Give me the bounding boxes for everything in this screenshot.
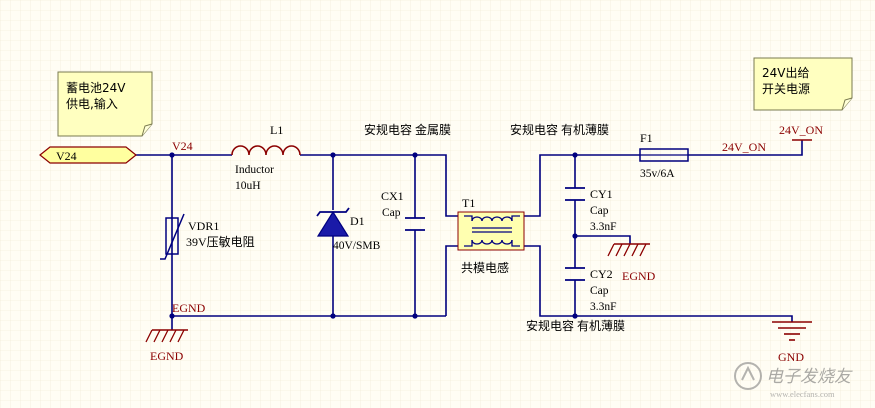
watermark-url: www.elecfans.com [770,389,835,399]
net-label-24v-on: 24V_ON [722,140,766,154]
l1-type: Inductor [235,164,274,176]
v24-port[interactable]: V24 [39,146,137,164]
cy1-ref: CY1 [590,187,613,201]
varistor-vdr1[interactable]: VDR1 39V压敏电阻 [160,213,255,260]
ground-gnd-right-label: GND [778,350,804,364]
cy2-value: Cap [590,285,609,297]
capacitor-cy2[interactable]: CY2 Cap 3.3nF 安规电容 有机薄膜 [526,267,625,333]
cy1-value: Cap [590,205,609,217]
cx1-ref: CX1 [381,189,404,203]
ground-egnd-mid-label: EGND [622,269,656,283]
ground-egnd-left[interactable]: EGND [145,329,188,363]
l1-value: 10uH [235,180,261,192]
wires [134,140,803,330]
watermark-text: 电子发烧友 [766,367,853,386]
cy2-ref: CY2 [590,267,613,281]
t1-value: 共模电感 [461,260,509,275]
cy1-extra: 3.3nF [590,221,617,233]
cy1-note: 安规电容 有机薄膜 [510,122,609,137]
capacitor-cx1[interactable]: CX1 Cap 安规电容 金属膜 [364,122,451,231]
cy2-extra: 3.3nF [590,301,617,313]
diode-d1[interactable]: D1 40V/SMB [316,207,381,252]
v24-port-label: V24 [56,149,77,163]
cx1-value: Cap [382,207,401,219]
fuse-f1[interactable]: F1 35v/6A [639,131,689,180]
vdr1-value: 39V压敏电阻 [186,234,255,249]
f1-value: 35v/6A [640,168,675,180]
d1-value: 40V/SMB [333,240,381,252]
cx1-note: 安规电容 金属膜 [364,122,451,137]
net-label-egnd: EGND [172,301,206,315]
ground-egnd-left-label: EGND [150,349,184,363]
junctions [169,152,578,319]
note-battery[interactable]: 蓄电池24V 供电,输入 [57,71,153,137]
l1-ref: L1 [270,123,283,137]
note-battery-line2: 供电,输入 [66,96,118,111]
power-port-24v-on[interactable]: 24V_ON [779,123,823,141]
note-switch-line1: 24V出给 [762,66,809,80]
note-switch-line2: 开关电源 [762,82,810,96]
inductor-l1[interactable]: L1 Inductor 10uH [231,123,301,192]
capacitor-cy1[interactable]: CY1 Cap 3.3nF 安规电容 有机薄膜 [510,122,617,233]
net-label-v24: V24 [172,139,193,153]
common-mode-choke-t1[interactable]: T1 共模电感 [457,196,525,275]
t1-ref: T1 [462,196,475,210]
f1-ref: F1 [640,131,653,145]
d1-ref: D1 [350,214,365,228]
cy2-note: 安规电容 有机薄膜 [526,318,625,333]
watermark: 电子发烧友 www.elecfans.com [734,362,853,399]
note-switch-supply[interactable]: 24V出给 开关电源 [753,57,853,111]
vdr1-ref: VDR1 [188,219,219,233]
ground-gnd-right[interactable]: GND [772,321,812,364]
ground-egnd-mid[interactable]: EGND [607,243,656,283]
note-battery-line1: 蓄电池24V [66,81,126,95]
power-port-24v-on-label: 24V_ON [779,123,823,137]
